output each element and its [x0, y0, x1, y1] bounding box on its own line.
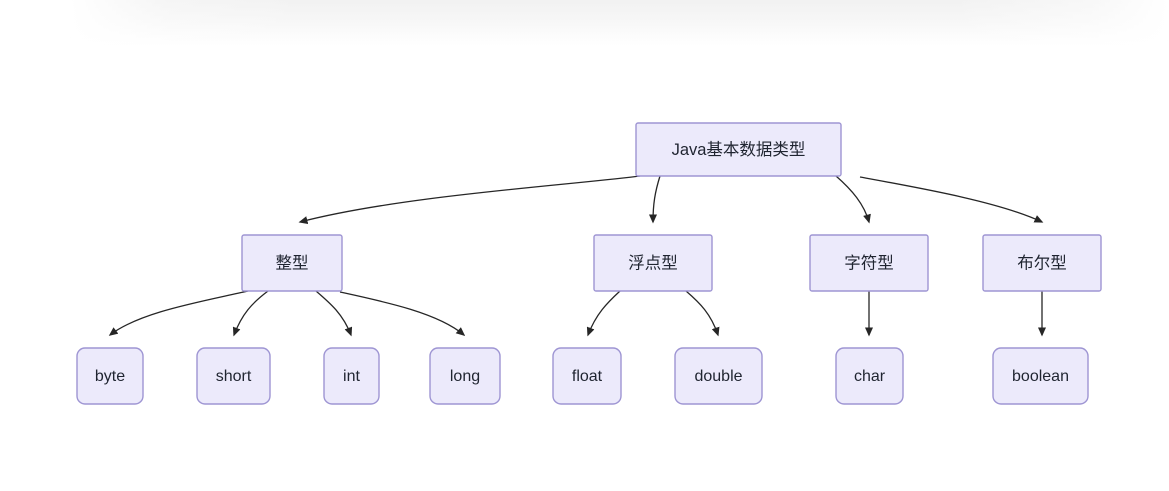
node-label-bool_t: 布尔型	[1017, 253, 1067, 272]
edge-root-to-float_t	[649, 175, 661, 224]
node-box-int_t	[241, 234, 343, 292]
node-box-long	[429, 347, 501, 405]
node-char[interactable]: char	[835, 347, 904, 405]
node-box-bool_t	[982, 234, 1102, 292]
node-byte[interactable]: byte	[76, 347, 144, 405]
node-boolean[interactable]: boolean	[992, 347, 1089, 405]
edge-root-to-bool_t	[859, 176, 1044, 223]
node-label-long: long	[450, 368, 480, 385]
node-label-byte: byte	[95, 368, 125, 385]
node-double[interactable]: double	[674, 347, 763, 405]
node-box-int	[323, 347, 380, 405]
edge-root-to-char_t	[835, 175, 871, 224]
node-int[interactable]: int	[323, 347, 380, 405]
node-box-short	[196, 347, 271, 405]
node-label-char_t: 字符型	[844, 253, 894, 272]
node-float_t[interactable]: 浮点型	[593, 234, 713, 292]
edge-int_t-to-long	[339, 291, 466, 336]
edge-float_t-to-double	[685, 290, 720, 337]
node-box-char_t	[809, 234, 929, 292]
node-box-float	[552, 347, 622, 405]
node-label-int: int	[343, 368, 360, 385]
edges-layer	[108, 175, 1046, 337]
node-bool_t[interactable]: 布尔型	[982, 234, 1102, 292]
node-label-double: double	[694, 368, 742, 385]
node-label-root: Java基本数据类型	[672, 140, 806, 159]
edge-root-to-int_t	[298, 175, 641, 224]
edge-float_t-to-float	[586, 290, 621, 337]
node-box-float_t	[593, 234, 713, 292]
node-label-boolean: boolean	[1012, 368, 1069, 385]
node-float[interactable]: float	[552, 347, 622, 405]
node-label-float_t: 浮点型	[628, 253, 678, 272]
node-root[interactable]: Java基本数据类型	[635, 122, 842, 177]
node-box-byte	[76, 347, 144, 405]
node-label-short: short	[216, 368, 252, 385]
node-box-char	[835, 347, 904, 405]
node-box-root	[635, 122, 842, 177]
node-label-char: char	[854, 368, 886, 385]
edge-int_t-to-short	[232, 290, 269, 337]
node-label-int_t: 整型	[276, 253, 309, 272]
edge-int_t-to-int	[315, 290, 353, 337]
node-int_t[interactable]: 整型	[241, 234, 343, 292]
edge-int_t-to-byte	[108, 290, 249, 336]
node-label-float: float	[572, 368, 603, 385]
node-box-double	[674, 347, 763, 405]
node-char_t[interactable]: 字符型	[809, 234, 929, 292]
node-short[interactable]: short	[196, 347, 271, 405]
node-long[interactable]: long	[429, 347, 501, 405]
node-box-boolean	[992, 347, 1089, 405]
